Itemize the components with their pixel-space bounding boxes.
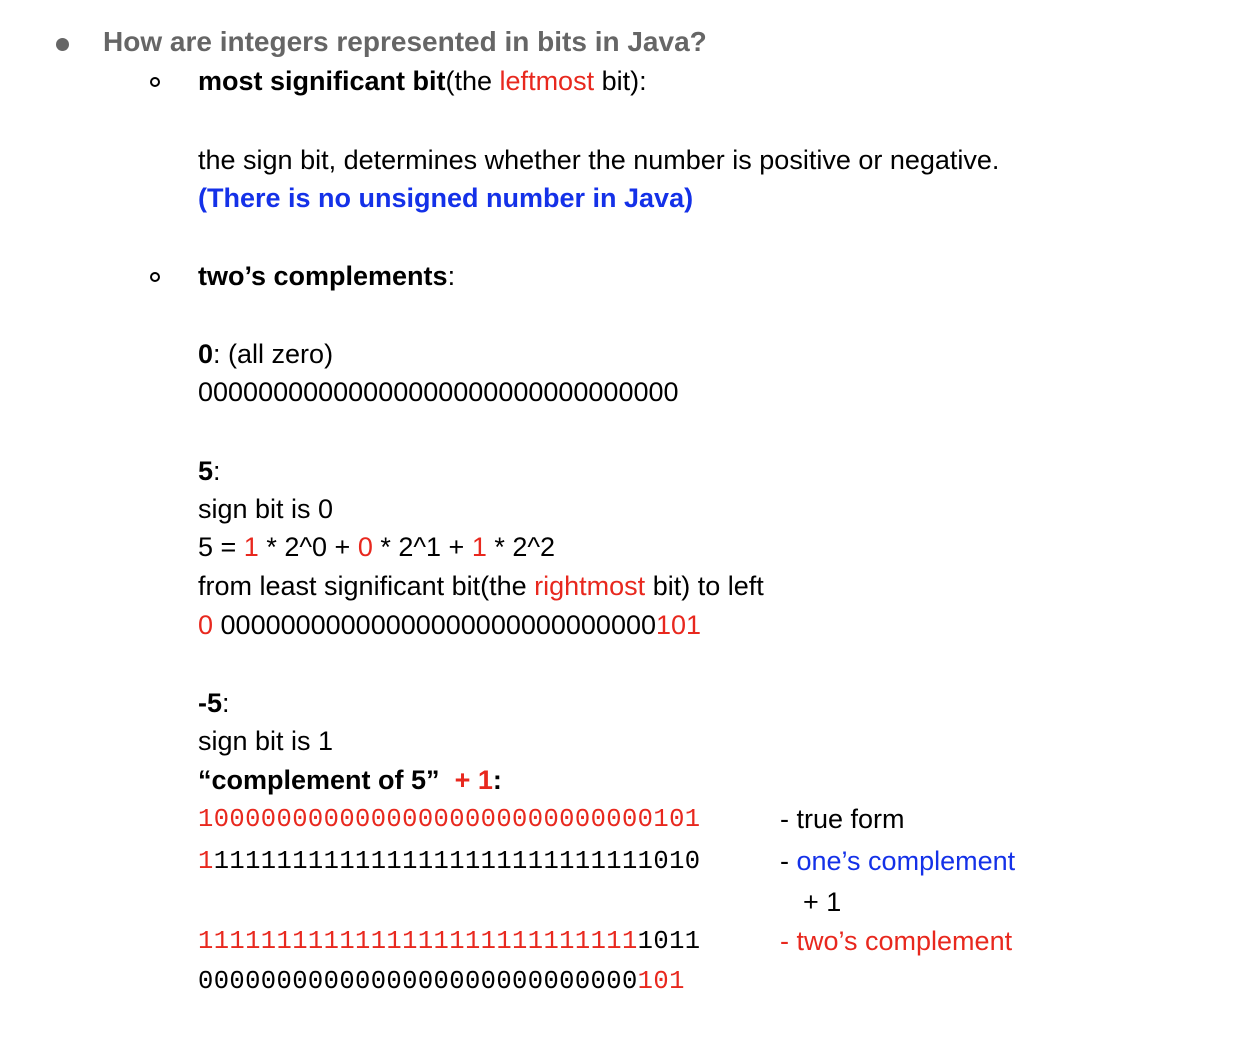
five-colon: : <box>213 456 221 486</box>
five-bits-tail: 101 <box>656 610 702 640</box>
order-rightmost: rightmost <box>534 571 646 601</box>
true-form-sign: 1 <box>198 805 214 834</box>
eq-digit-3: 1 <box>471 532 487 562</box>
eq-prefix: 5 = <box>198 532 244 562</box>
five-bits-mid: 00000000000000000000000000000 <box>213 610 656 640</box>
neg-five-sign-bit: sign bit is 1 <box>198 726 334 756</box>
neg-five-title: -5: <box>198 687 230 719</box>
true-form-rest: 0000000000000000000000000000101 <box>213 805 701 834</box>
neg-five-colon: : <box>222 688 230 718</box>
bullet-circle-icon <box>150 77 160 87</box>
neg-five-label: -5 <box>198 688 223 718</box>
twos-sign: 1 <box>198 927 214 956</box>
twos-complement-bits: 11111111111111111111111111111011 <box>198 926 700 958</box>
five-label: 5 <box>198 456 214 486</box>
zero-desc: : (all zero) <box>213 339 334 369</box>
msb-description: the sign bit, determines whether the num… <box>198 145 1000 175</box>
eq-part-1: * 2^0 + <box>258 532 358 562</box>
eq-part-3: * 2^2 <box>486 532 556 562</box>
zero-label: 0 <box>198 339 214 369</box>
check-bits: 0000000000000000000000000000101 <box>198 966 685 998</box>
plus-one: + 1 <box>803 887 842 917</box>
section-heading: How are integers represented in bits in … <box>103 26 707 57</box>
five-sign-bit: sign bit is 0 <box>198 494 334 524</box>
bullet-dot-icon <box>56 38 69 51</box>
five-bits-sign: 0 <box>198 610 214 640</box>
five-bit-order: from least significant bit(the rightmost… <box>198 570 764 602</box>
msb-leftmost: leftmost <box>499 66 595 96</box>
order-text-b: bit) to left <box>645 571 764 601</box>
five-bits: 0 00000000000000000000000000000101 <box>198 609 701 641</box>
eq-digit-1: 1 <box>243 532 259 562</box>
twos-tail: 1011 <box>637 927 701 956</box>
ones-complement-bits: 11111111111111111111111111111010 <box>198 846 700 878</box>
rule-text: “complement of 5” <box>198 765 440 795</box>
eq-part-2: * 2^1 + <box>372 532 472 562</box>
five-equation: 5 = 1 * 2^0 + 0 * 2^1 + 1 * 2^2 <box>198 531 555 563</box>
five-title: 5: <box>198 455 221 487</box>
neg-five-rule: “complement of 5” + 1: <box>198 764 502 796</box>
twos-label: two’s complements <box>198 261 448 291</box>
zero-title: 0: (all zero) <box>198 338 333 370</box>
true-form-label: - true form <box>780 804 905 834</box>
rule-colon: : <box>492 765 502 795</box>
check-zeros: 0000000000000000000000000000 <box>198 967 638 996</box>
rule-plus-one: + 1 <box>454 765 493 795</box>
ones-rest: 1111111111111111111111111111010 <box>213 847 701 876</box>
msb-paren-open: (the <box>445 66 500 96</box>
msb-note: (There is no unsigned number in Java) <box>198 183 694 213</box>
check-tail: 101 <box>637 967 685 996</box>
msb-paren-close: bit): <box>594 66 647 96</box>
twos-ones: 111111111111111111111111111 <box>213 927 638 956</box>
twos-complement-label: - two’s complement <box>780 926 1013 956</box>
bullet-circle-icon <box>150 272 160 282</box>
true-form-bits: 10000000000000000000000000000101 <box>198 804 700 836</box>
ones-dash: - <box>780 846 797 876</box>
twos-colon: : <box>447 261 456 291</box>
ones-label-text: one’s complement <box>796 846 1016 876</box>
zero-bits: 00000000000000000000000000000000 <box>198 377 679 407</box>
msb-title: most significant bit(the leftmost bit): <box>198 65 647 97</box>
ones-complement-label: - one’s complement <box>780 845 1015 877</box>
twos-title: two’s complements: <box>198 260 455 292</box>
eq-digit-2: 0 <box>357 532 373 562</box>
msb-label: most significant bit <box>198 66 446 96</box>
order-text-a: from least significant bit(the <box>198 571 535 601</box>
ones-sign: 1 <box>198 847 214 876</box>
